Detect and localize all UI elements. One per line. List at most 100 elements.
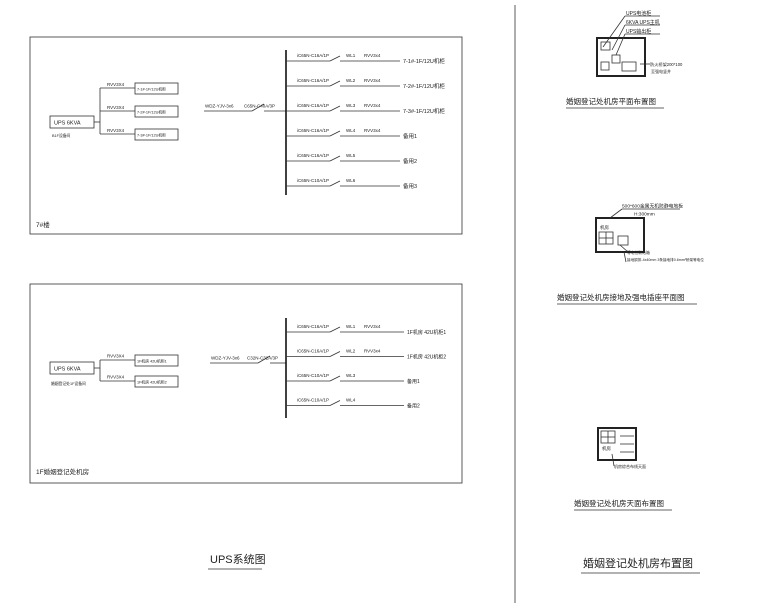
circuit-wl-label: WL4: [346, 128, 356, 133]
circuit-wl-label: WL5: [346, 153, 356, 158]
room-outline: [596, 37, 646, 77]
plan1-caption: 婚姻登记处机房平面布置图: [566, 96, 656, 106]
rack-label: 7-1#-1F/12U机柜: [137, 87, 166, 92]
circuit-destination: 1F机房 42U机柜2: [407, 353, 446, 360]
rack-box: [134, 128, 179, 141]
switch-symbol: [329, 351, 341, 357]
circuit-row: iC65N-C16A/1P WL4 RVV3x4 备用1: [286, 128, 417, 140]
circuit-breaker-label: iC65N-C10A/1P: [297, 398, 329, 403]
circuit-row: iC65N-C16A/1P WL1 RVV3x4 1F机房 42U机柜1: [286, 324, 446, 336]
switch-symbol: [329, 130, 341, 137]
plan1-callout-output: UPS输出柜: [626, 28, 651, 35]
rack-box: [134, 375, 179, 388]
rack-box: [134, 354, 179, 367]
rack-label: 1F机房 42U机柜2: [137, 380, 167, 385]
branch-cable-label: RVV3X4: [107, 105, 125, 110]
circuit-cable-label: RVV3x4: [364, 78, 381, 83]
plan1-callout-host: 6KVA UPS主机: [626, 19, 660, 26]
rack-label: 7-2#-1F/12U机柜: [137, 110, 166, 115]
circuit-wl-label: WL1: [346, 53, 356, 58]
branch-cable-label: RVV3X4: [107, 82, 125, 87]
plan2-room-label: 机房: [600, 224, 609, 231]
circuit-destination: 备用2: [407, 402, 420, 409]
circuit-breaker-label: iC65N-C16A/1P: [297, 128, 329, 133]
circuit-breaker-label: iC65N-C16A/1P: [297, 53, 329, 58]
circuit-cable-label: RVV3x4: [364, 324, 381, 329]
ups-sublabel: B1F设备间: [52, 133, 71, 138]
plan-floor-layout: UPS电池柜 6KVA UPS主机 UPS输出柜 防火桥架200*100 至强电…: [566, 10, 683, 109]
circuit-cable-label: RVV3x4: [364, 103, 381, 108]
switch-symbol: [329, 105, 341, 112]
room-outline: [595, 217, 645, 253]
plan3-room-label: 机房: [602, 445, 611, 452]
circuit-destination: 1F机房 42U机柜1: [407, 329, 446, 336]
branch-cable-label: RVV3X4: [107, 128, 125, 133]
circuit-breaker-label: iC65N-C10A/1P: [297, 373, 329, 378]
plan2-caption: 婚姻登记处机房接地及强电插座平面图: [557, 292, 685, 302]
switch-symbol: [329, 55, 341, 62]
branch-cable-label: RVV3X4: [107, 375, 125, 380]
ups-label: UPS 6KVA: [54, 367, 81, 373]
circuit-breaker-label: iC65N-C16A/1P: [297, 78, 329, 83]
circuit-wl-label: WL6: [346, 178, 356, 183]
circuit-breaker-label: iC65N-C16A/1P: [297, 324, 329, 329]
circuit-row: iC65N-C16A/1P WL1 RVV3x4 7-1#-1F/12U机柜: [286, 53, 445, 65]
plan3-note: 机房综合布线天面: [614, 463, 646, 469]
plan-grounding-layout: 机房 500*600金属无机防静电地板 H:300mm 等电位联结箱 接地铜排-…: [557, 203, 704, 305]
rack-label: 1F机房 42U机柜1: [137, 359, 167, 364]
plan2-note-box: 等电位联结箱: [627, 250, 650, 255]
circuit-wl-label: WL4: [346, 398, 356, 403]
panel-frame: [29, 36, 463, 235]
plan2-callout-floor: 500*600金属无机防静电地板: [622, 203, 683, 210]
circuit-destination: 备用3: [403, 182, 417, 190]
plan2-callout-height: H:300mm: [634, 212, 655, 218]
plan1-note-tray: 防火桥架200*100: [650, 61, 683, 68]
rack-box: [134, 105, 179, 118]
main-feeder-label: WDZ-YJV-3x6: [205, 104, 234, 109]
circuit-cable-label: RVV3x4: [364, 128, 381, 133]
circuit-wl-label: WL1: [346, 324, 356, 329]
circuit-cable-label: RVV3x4: [364, 53, 381, 58]
switch-symbol: [329, 80, 341, 87]
rack-box: [134, 82, 179, 95]
circuit-row: iC65N-C16A/1P WL2 RVV3x4 1F机房 42U机柜2: [286, 349, 446, 360]
main-feeder-label: WDZ-YJV-3x6: [211, 356, 240, 361]
left-title: UPS系统图: [210, 553, 266, 566]
circuit-destination: 备用1: [407, 378, 420, 385]
circuit-wl-label: WL2: [346, 349, 356, 354]
circuit-row: iC65N-C10A/1P WL4 备用2: [286, 398, 420, 409]
plan3-caption: 婚姻登记处机房天面布置图: [574, 498, 664, 508]
switch-symbol: [329, 180, 341, 187]
switch-symbol: [329, 375, 341, 382]
panel-7-building: 7#楼 UPS 6KVA B1F设备间 RVV3X4 RVV3X4 RVV3X4…: [29, 36, 463, 235]
plan1-note-shaft: 至强电竖井: [651, 68, 671, 74]
ups-sublabel: 婚姻登记处1F设备间: [51, 381, 86, 386]
plan-ceiling-layout: 机房 机房综合布线天面 婚姻登记处机房天面布置图: [574, 427, 672, 511]
branch-cable-label: RVV3X4: [107, 354, 125, 359]
panel-frame-label: 1F婚姻登记处机房: [36, 467, 89, 476]
plan1-callout-battery: UPS电池柜: [626, 10, 651, 17]
ups-label: UPS 6KVA: [54, 121, 81, 127]
circuit-cable-label: RVV3x4: [364, 349, 381, 354]
circuit-destination: 7-2#-1F/12U机柜: [403, 82, 445, 90]
main-breaker-label: C32N-C32A/3P: [247, 356, 278, 361]
room-outline: [597, 427, 637, 461]
circuit-destination: 备用1: [403, 132, 417, 140]
circuit-breaker-label: iC65N-C16A/1P: [297, 153, 329, 158]
circuit-destination: 7-1#-1F/12U机柜: [403, 57, 445, 65]
main-breaker-label: C65N-C40A/3P: [244, 104, 275, 109]
switch-symbol: [329, 400, 341, 406]
rack-label: 7-3#-1F/12U机柜: [137, 133, 166, 138]
panel-1f-room: 1F婚姻登记处机房 UPS 6KVA 婚姻登记处1F设备间 RVV3X4 RVV…: [29, 283, 463, 484]
circuit-wl-label: WL3: [346, 103, 356, 108]
circuit-destination: 7-3#-1F/12U机柜: [403, 107, 445, 115]
panel-frame-label: 7#楼: [36, 220, 50, 229]
circuit-breaker-label: iC65N-C16A/1P: [297, 349, 329, 354]
